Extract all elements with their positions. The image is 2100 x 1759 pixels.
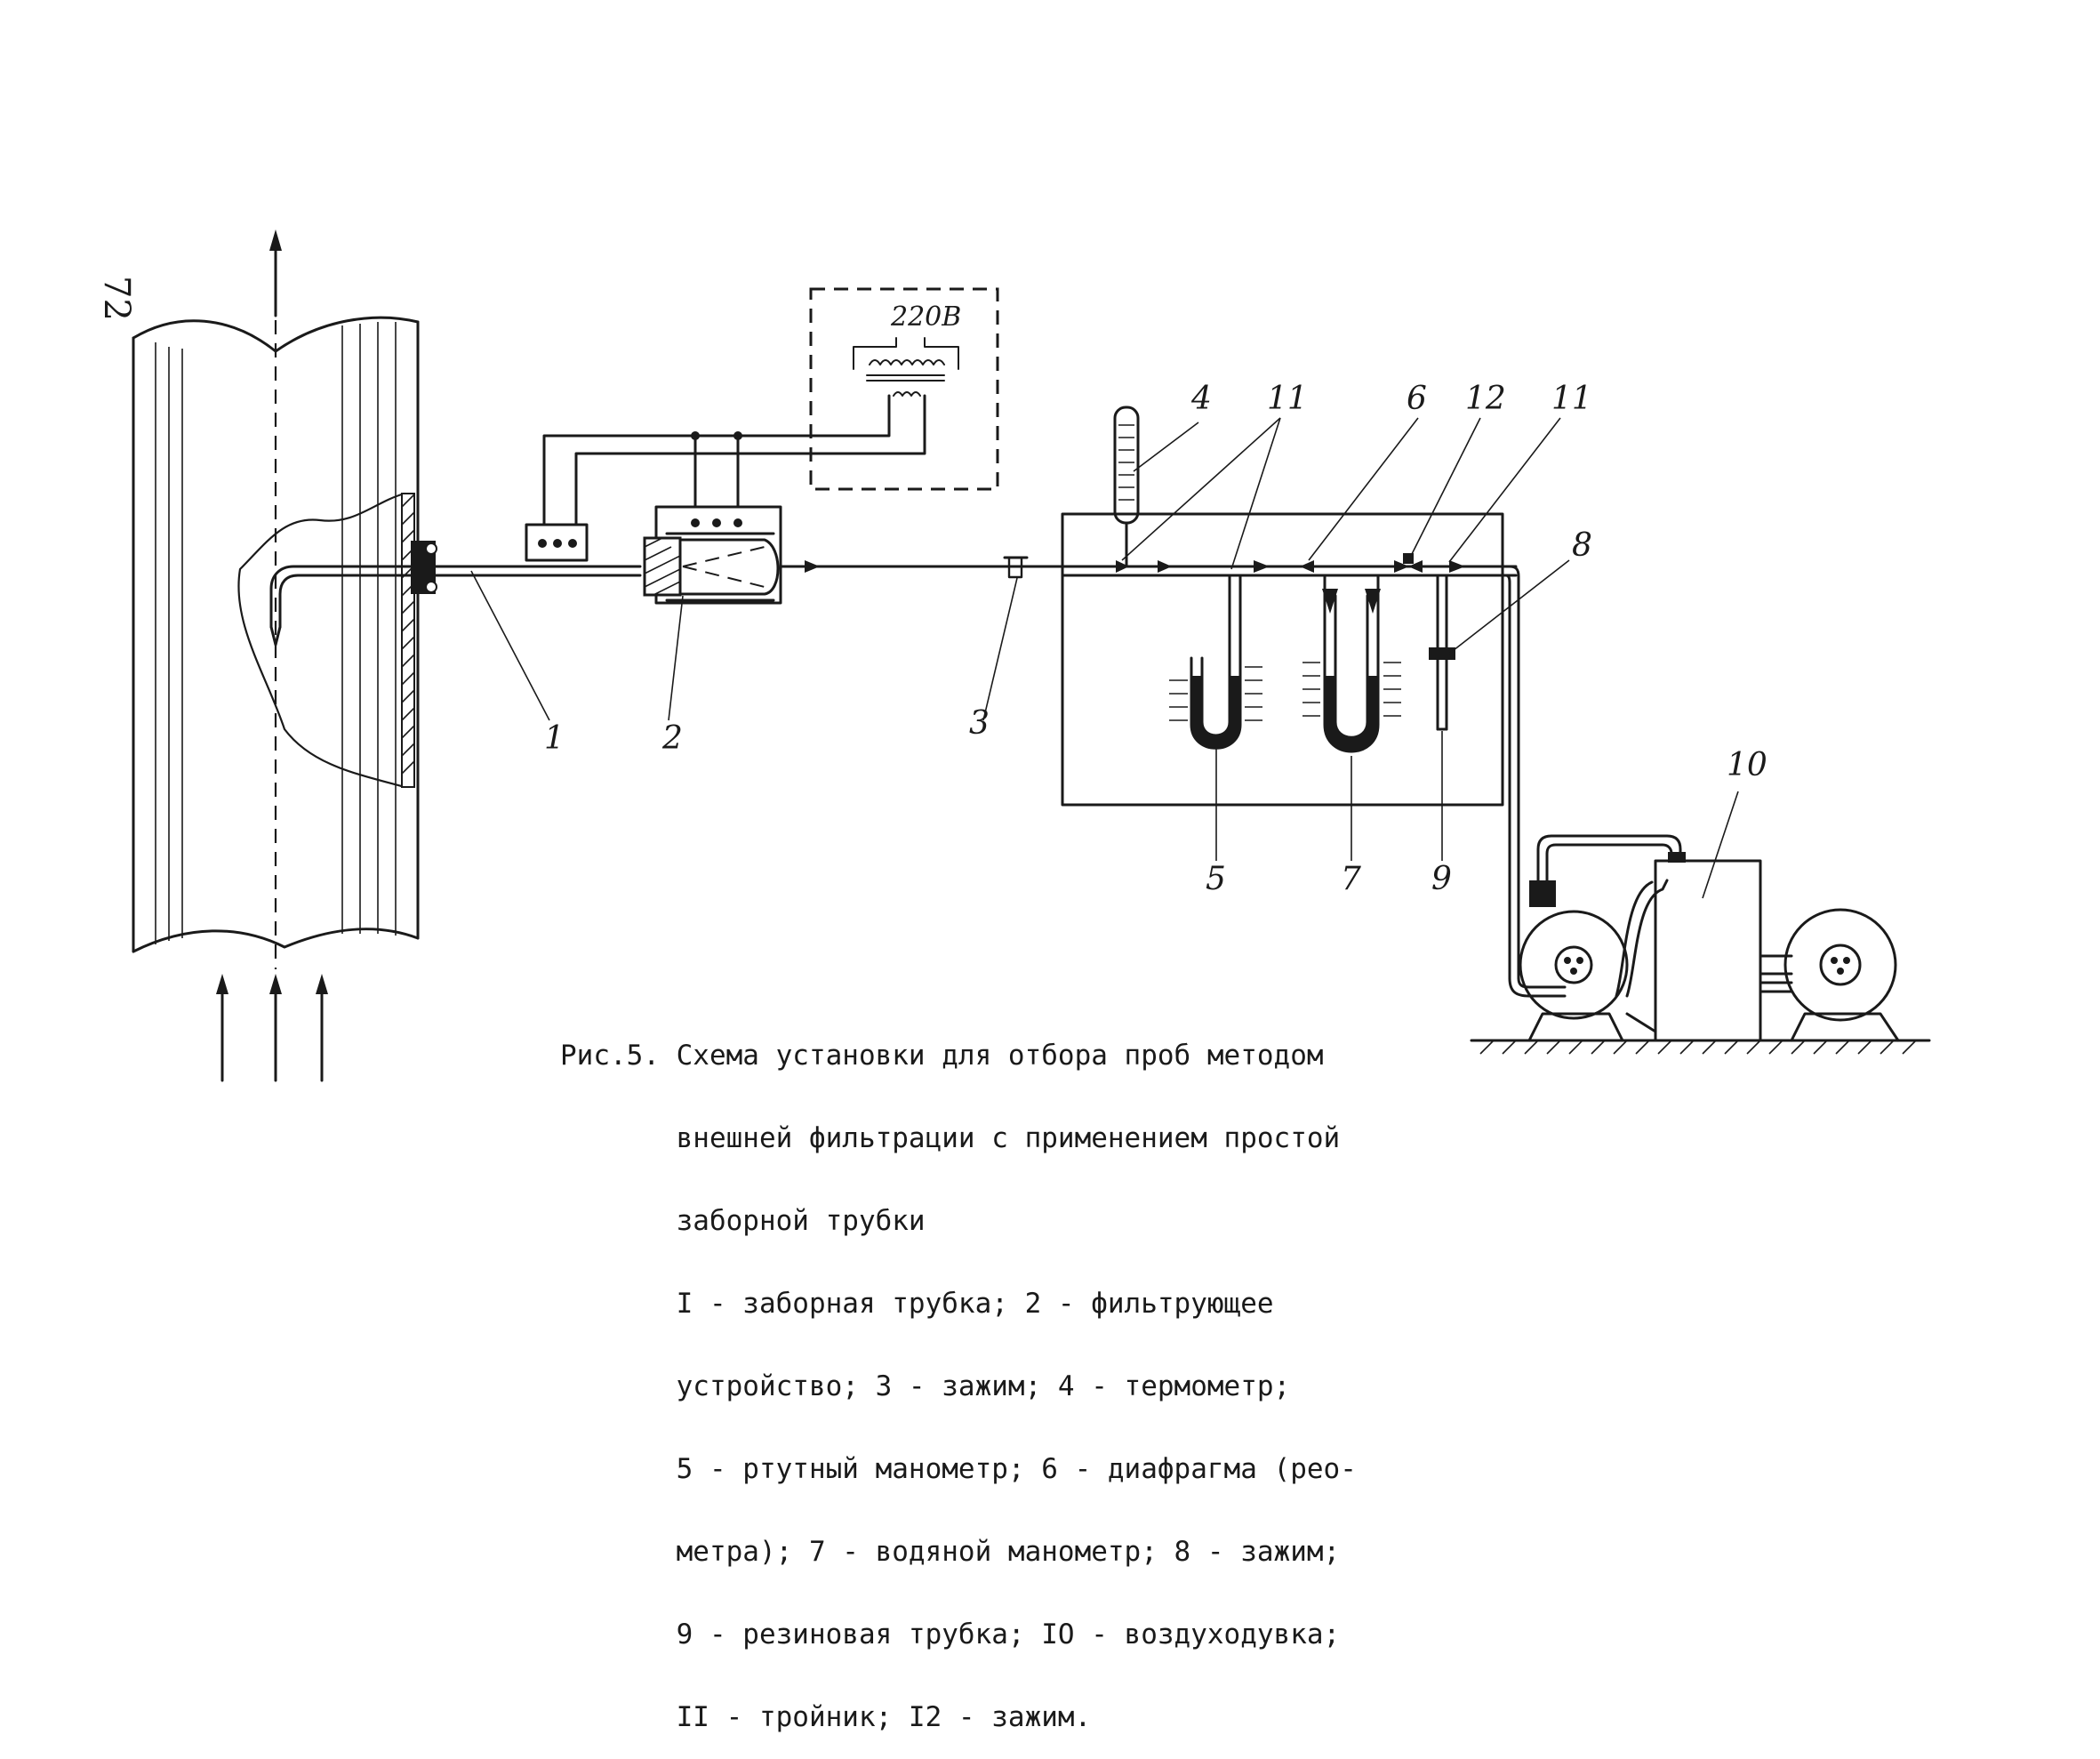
label-4: 4	[1190, 381, 1212, 417]
gas-line	[779, 556, 1064, 721]
caption-line: устройство; 3 - зажим; 4 - термометр;	[560, 1370, 1291, 1402]
label-2: 2	[661, 720, 683, 757]
caption-line: 5 - ртутный манометр; 6 - диафрагма (рео…	[560, 1453, 1357, 1485]
label-12: 12	[1465, 381, 1506, 417]
label-7: 7	[1341, 861, 1361, 897]
transformer-box: 220В	[542, 287, 999, 526]
caption-line: I - заборная трубка; 2 - фильтрующее	[560, 1288, 1274, 1320]
caption-line: Рис.5. Схема установки для отбора проб м…	[560, 1040, 1324, 1072]
label-11b: 11	[1551, 381, 1592, 417]
caption-line: метра); 7 - водяной манометр; 8 - зажим;	[560, 1536, 1341, 1568]
voltage-label: 220В	[890, 301, 961, 333]
caption-line: заборной трубки	[560, 1205, 926, 1237]
sampling-setup-diagram: 72	[96, 229, 1931, 1082]
filter-device	[643, 431, 782, 721]
blower-assembly	[1470, 834, 1931, 1055]
label-9: 9	[1431, 861, 1452, 897]
terminal-block	[525, 523, 589, 562]
label-11a: 11	[1267, 381, 1308, 417]
label-8: 8	[1572, 527, 1592, 564]
label-10: 10	[1727, 747, 1767, 783]
label-3: 3	[969, 705, 990, 742]
instrument-board	[1061, 406, 1518, 807]
caption-line: II - тройник; I2 - зажим.	[560, 1701, 1092, 1733]
figure-caption: Рис.5. Схема установки для отбора проб м…	[560, 987, 1449, 1759]
label-1: 1	[544, 720, 565, 757]
label-5: 5	[1206, 861, 1226, 897]
label-6: 6	[1407, 381, 1427, 417]
page-number: 72	[96, 276, 137, 321]
caption-line: 9 - резиновая трубка; IO - воздуходувка;	[560, 1618, 1341, 1651]
flow-arrows	[216, 229, 328, 1082]
callout-numbers: 1 2 3 4 11 6 12 11 8 5 7 9 10	[544, 381, 1767, 897]
sampling-tube	[269, 541, 642, 721]
caption-line: внешней фильтрации с применением простой	[560, 1122, 1341, 1154]
leader-lines	[1121, 417, 1739, 899]
